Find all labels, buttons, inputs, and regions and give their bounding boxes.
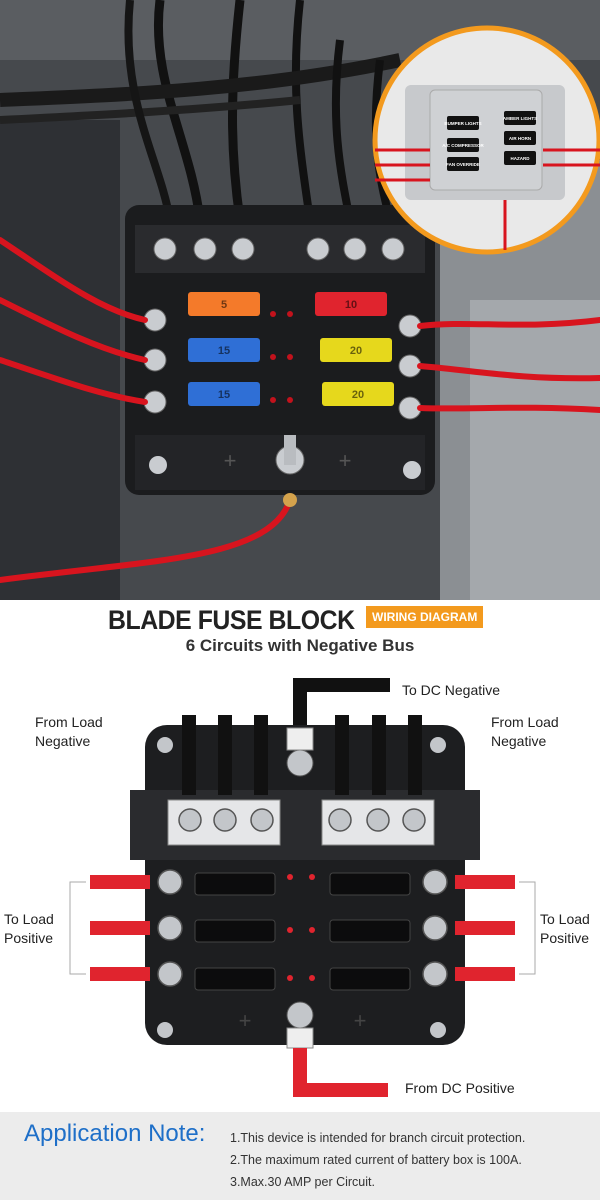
note-item: 2.The maximum rated current of battery b… [230,1153,522,1167]
fuse-block-drawing: + + [69,678,536,1097]
photo-fuse-value: 20 [350,345,362,357]
inset-circuit-label: BUMPER LIGHTS [444,121,481,126]
photo-fuse-value: 15 [218,345,230,357]
svg-text:+: + [224,448,237,473]
photo-fuse [188,292,260,316]
from-load-negative-left-label: From Load Negative [35,714,103,749]
subtitle: 6 Circuits with Negative Bus [185,636,415,655]
inset-circuit-label: AIR HORN [509,136,531,141]
from-dc-positive-label: From DC Positive [405,1080,515,1096]
from-load-negative-right-label: From Load Negative [491,714,559,749]
to-load-positive-left-label: To Load Positive [4,911,54,946]
inset-label-bg [447,116,479,130]
page-title: BLADE FUSE BLOCK [108,605,355,635]
inset-label-bg [504,151,536,165]
to-dc-negative-label: To DC Negative [402,682,501,698]
photo-fuse [188,382,260,406]
inset-circuit-label: HAZARD [511,156,531,161]
note-item: 3.Max.30 AMP per Circuit. [230,1175,375,1189]
wiring-diagram-badge: WIRING DIAGRAM [366,606,484,628]
application-note-panel [0,1112,600,1200]
photo-fuse [322,382,394,406]
photo-fuse-value: 15 [218,389,230,401]
inset-circuit-label: A/C COMPRESSOR [442,143,484,148]
inset-label-bg [504,111,536,125]
svg-text:+: + [239,1008,252,1033]
application-note-list: 1.This device is intended for branch cir… [230,1127,525,1193]
inset-label-bg [447,157,479,171]
photo-fuse-value: 20 [352,389,364,401]
inset-circuit-label: AMBER LIGHTS [503,116,537,121]
photo-fuse [315,292,387,316]
wiring-diagram: + + [0,670,600,1110]
photo-fuse-value: 10 [345,299,357,311]
photo-fuse [188,338,260,362]
to-load-positive-right-label: To Load Positive [540,911,590,946]
product-photo: 5 10 15 20 15 20 + + BUMPER LIGHTS AMBER LIGHT… [0,0,600,600]
application-note-title: Application Note: [24,1120,206,1147]
photo-fuse [320,338,392,362]
inset-label-bg [504,131,536,145]
photo-fuse-value: 5 [221,299,227,311]
inset-label-bg [447,138,479,152]
svg-text:+: + [339,448,352,473]
svg-text:+: + [354,1008,367,1033]
inset-circuit-label: FAN OVERRIDE [446,162,480,167]
note-item: 1.This device is intended for branch cir… [230,1131,526,1145]
